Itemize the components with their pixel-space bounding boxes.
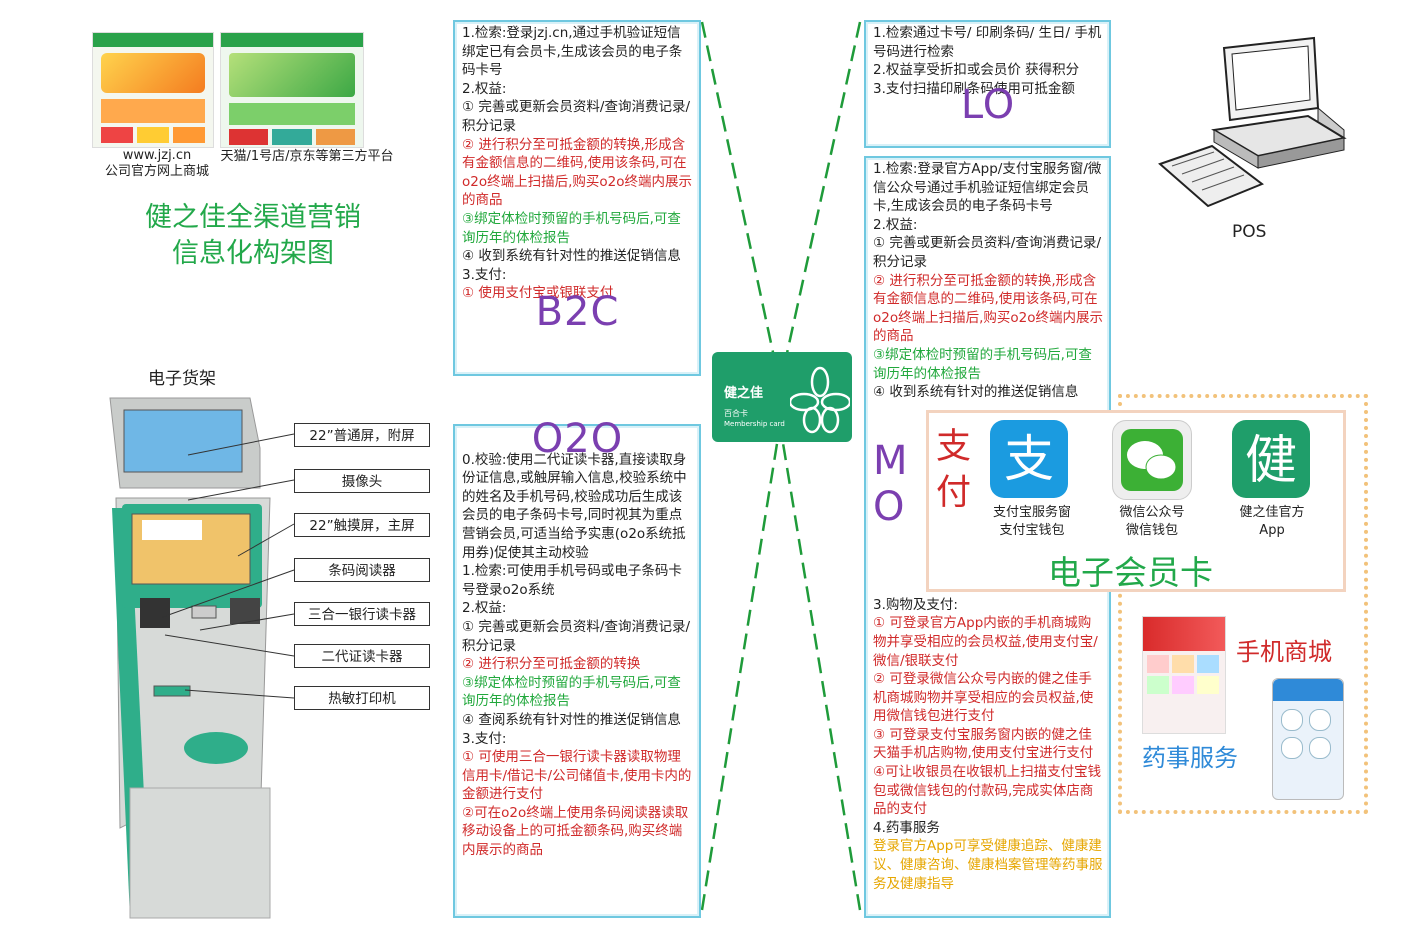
member-card: 健之佳 百合卡 Membership card: [712, 352, 852, 442]
b2c-text: 1.检索:登录jzj.cn,通过手机验证短信绑定已有会员卡,生成该会员的电子条码…: [462, 24, 693, 303]
pos-computer-icon: [1158, 34, 1348, 224]
mo-top-line: ② 进行积分至可抵金额的转换,形成含有金额信息的二维码,使用该条码,可在o2o终…: [873, 272, 1104, 345]
mo-top-line: ① 完善或更新会员资料/查询消费记录/积分记录: [873, 235, 1101, 270]
lo-text: 1.检索通过卡号/ 印刷条码/ 生日/ 手机号码进行检索 2.权益享受折扣或会员价…: [873, 24, 1103, 98]
mo-text-top: 1.检索:登录官方App/支付宝服务窗/微信公众号通过手机验证短信绑定会员卡,生…: [873, 160, 1103, 402]
o2o-lines-line: 2.权益:: [462, 600, 507, 617]
lo-label: LO: [960, 82, 1016, 129]
o2o-box: O2O 0.校验:使用二代证读卡器,直接读取身份证信息,或触屏输入信息,校验系统…: [453, 416, 701, 918]
b2c-lines-line: ① 使用支付宝或银联支付: [462, 285, 614, 302]
mobile-mall-label: 手机商城: [1236, 638, 1332, 666]
pharmacy-service-label: 药事服务: [1142, 744, 1238, 772]
wechat-label: 微信公众号微信钱包: [1119, 505, 1185, 538]
mo-label-o: O: [873, 483, 906, 530]
o2o-lines-line: 3.支付:: [462, 730, 507, 747]
mo-label: M O: [873, 438, 913, 530]
lo-lines-line: 1.检索通过卡号/ 印刷条码/ 生日/ 手机号码进行检索: [873, 25, 1102, 60]
title-line-2: 信息化构架图: [172, 238, 334, 269]
o2o-label: O2O: [531, 416, 624, 462]
b2c-lines-line: ① 完善或更新会员资料/查询消费记录/积分记录: [462, 99, 690, 134]
o2o-lines-line: ② 进行积分至可抵金额的转换: [462, 656, 641, 673]
pos-label: POS: [1232, 222, 1267, 242]
third-party-platform-screenshot: [220, 32, 364, 148]
kiosk-title: 电子货架: [148, 369, 216, 389]
mo-top-line: ③绑定体检时预留的手机号码后,可查询历年的体检报告: [873, 346, 1092, 382]
callout-camera: 摄像头: [294, 469, 430, 493]
site-caption: www.jzj.cn 公司官方网上商城: [92, 148, 222, 180]
alipay-label: 支付宝服务窗支付宝钱包: [992, 505, 1071, 538]
o2o-lines-line: ① 完善或更新会员资料/查询消费记录/积分记录: [462, 618, 690, 654]
o2o-lines-line: 0.校验:使用二代证读卡器,直接读取身份证信息,或触屏输入信息,校验系统中的姓名…: [462, 451, 687, 561]
page-title: 健之佳全渠道营销 信息化构架图: [118, 200, 388, 272]
svg-text:支: 支: [1004, 430, 1054, 488]
electronic-card-label: 电子会员卡: [1048, 553, 1213, 592]
site-description: 公司官方网上商城: [104, 164, 209, 179]
callout-secondary-screen: 22”普通屏，附屏: [294, 423, 430, 447]
b2c-lines-line: 3.支付:: [462, 266, 507, 283]
mo-label-m: M: [873, 437, 909, 484]
b2c-lines-line: 2.权益:: [462, 80, 507, 97]
card-logo: 健之佳: [724, 386, 764, 401]
mo-bottom-line: ③ 可登录支付宝服务窗内嵌的健之佳天猫手机店购物,使用支付宝进行支付: [873, 726, 1094, 762]
b2c-lines-line: 1.检索:登录jzj.cn,通过手机验证短信绑定已有会员卡,生成该会员的电子条码…: [462, 25, 683, 79]
mo-bottom-line: ② 可登录微信公众号内嵌的健之佳手机商城购物并享受相应的会员权益,使用微信钱包进…: [873, 671, 1094, 725]
mobile-mall-screenshot: [1142, 616, 1226, 734]
lo-lines-line: 3.支付扫描印刷条码使用可抵金额: [873, 80, 1075, 97]
pay-label: 支付: [936, 427, 972, 513]
kiosk-illustration: [100, 388, 280, 928]
flower-icon: [790, 366, 850, 434]
b2c-lines-line: ② 进行积分至可抵金额的转换,形成含有金额信息的二维码,使用该条码,可在o2o终…: [462, 136, 693, 209]
callout-touch-screen: 22”触摸屏，主屏: [294, 513, 430, 537]
mo-bottom-line: 4.药事服务: [873, 819, 940, 836]
o2o-lines-line: ① 可使用三合一银行读卡器读取物理信用卡/借记卡/公司储值卡,使用卡内的金额进行…: [462, 749, 692, 803]
callout-id-card-reader: 二代证读卡器: [294, 644, 430, 668]
lo-box: 1.检索通过卡号/ 印刷条码/ 生日/ 手机号码进行检索 2.权益享受折扣或会员价…: [864, 20, 1111, 148]
mo-bottom-line: 登录官方App可享受健康追踪、健康建议、健康咨询、健康档案管理等药事服务及健康指…: [873, 838, 1103, 892]
title-line-1: 健之佳全渠道营销: [145, 202, 361, 233]
o2o-lines-line: ③绑定体检时预留的手机号码后,可查询历年的体检报告: [462, 674, 681, 710]
alipay-icon: 支: [990, 420, 1068, 498]
jianzhijia-app-icon: 健: [1232, 420, 1310, 498]
b2c-label: B2C: [535, 288, 620, 335]
b2c-lines-line: ③绑定体检时预留的手机号码后,可查询历年的体检报告: [462, 210, 681, 246]
site-url: www.jzj.cn: [122, 148, 192, 163]
b2c-lines-line: ④ 收到系统有针对性的推送促销信息: [462, 248, 681, 265]
platform-caption: 天猫/1号店/京东等第三方平台: [220, 149, 394, 164]
mo-bottom-line: ④可让收银员在收银机上扫描支付宝钱包或微信钱包的付款码,完成实体店商品的支付: [873, 764, 1102, 818]
wechat-icon: [1112, 420, 1192, 500]
mo-top-line: 1.检索:登录官方App/支付宝服务窗/微信公众号通过手机验证短信绑定会员卡,生…: [873, 161, 1102, 215]
b2c-box: 1.检索:登录jzj.cn,通过手机验证短信绑定已有会员卡,生成该会员的电子条码…: [453, 20, 701, 376]
official-site-screenshot: [92, 32, 214, 148]
mo-text-bottom: 3.购物及支付: ① 可登录官方App内嵌的手机商城购物并享受相应的会员权益,使用…: [873, 596, 1103, 894]
lo-lines-line: 2.权益享受折扣或会员价 获得积分: [873, 62, 1080, 79]
card-sub: Membership card: [724, 420, 785, 428]
pharmacy-app-screenshot: [1272, 678, 1344, 800]
mo-bottom-line: ① 可登录官方App内嵌的手机商城购物并享受相应的会员权益,使用支付宝/微信/银…: [873, 615, 1098, 669]
callout-barcode-reader: 条码阅读器: [294, 558, 430, 582]
o2o-text: 0.校验:使用二代证读卡器,直接读取身份证信息,或触屏输入信息,校验系统中的姓名…: [462, 451, 693, 860]
mo-box: 1.检索:登录官方App/支付宝服务窗/微信公众号通过手机验证短信绑定会员卡,生…: [864, 156, 1111, 918]
o2o-lines-line: ②可在o2o终端上使用条码阅读器读取移动设备上的可抵金额条码,购买终端内展示的商…: [462, 804, 689, 859]
card-name: 百合卡: [724, 409, 748, 418]
mo-bottom-line: 3.购物及支付:: [873, 596, 958, 613]
callout-bank-card-reader: 三合一银行读卡器: [294, 602, 430, 626]
o2o-lines-line: 1.检索:可使用手机号码或电子条码卡号登录o2o系统: [462, 563, 682, 598]
mo-top-line: ④ 收到系统有针对的推送促销信息: [873, 384, 1079, 401]
o2o-lines-line: ④ 查阅系统有针对性的推送促销信息: [462, 711, 681, 728]
mo-top-line: 2.权益:: [873, 216, 918, 233]
callout-thermal-printer: 热敏打印机: [294, 686, 430, 710]
svg-text:健: 健: [1245, 431, 1297, 491]
